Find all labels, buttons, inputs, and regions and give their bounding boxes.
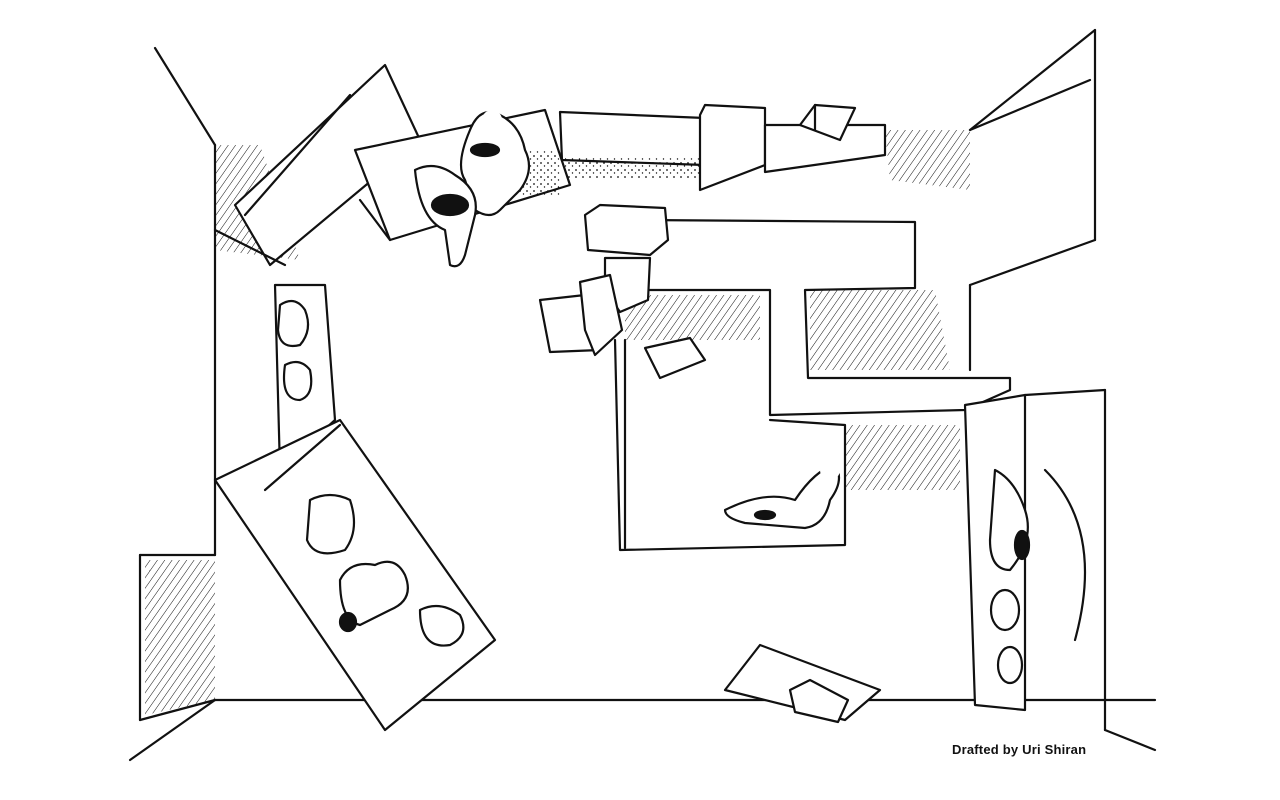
closet-right — [963, 388, 1107, 712]
left-bench — [273, 283, 337, 472]
low-box-bottom — [723, 643, 882, 724]
seated-figures-top — [413, 110, 531, 268]
daybed-bottom-left — [213, 418, 497, 732]
box-top — [798, 103, 857, 142]
drafter-credit: Drafted by Uri Shiran — [952, 742, 1087, 757]
cube-stack — [538, 203, 707, 380]
top-right-shelf — [968, 78, 1092, 132]
counter-top — [558, 103, 887, 192]
reclining-figure — [723, 460, 841, 530]
central-platform — [613, 218, 1012, 552]
